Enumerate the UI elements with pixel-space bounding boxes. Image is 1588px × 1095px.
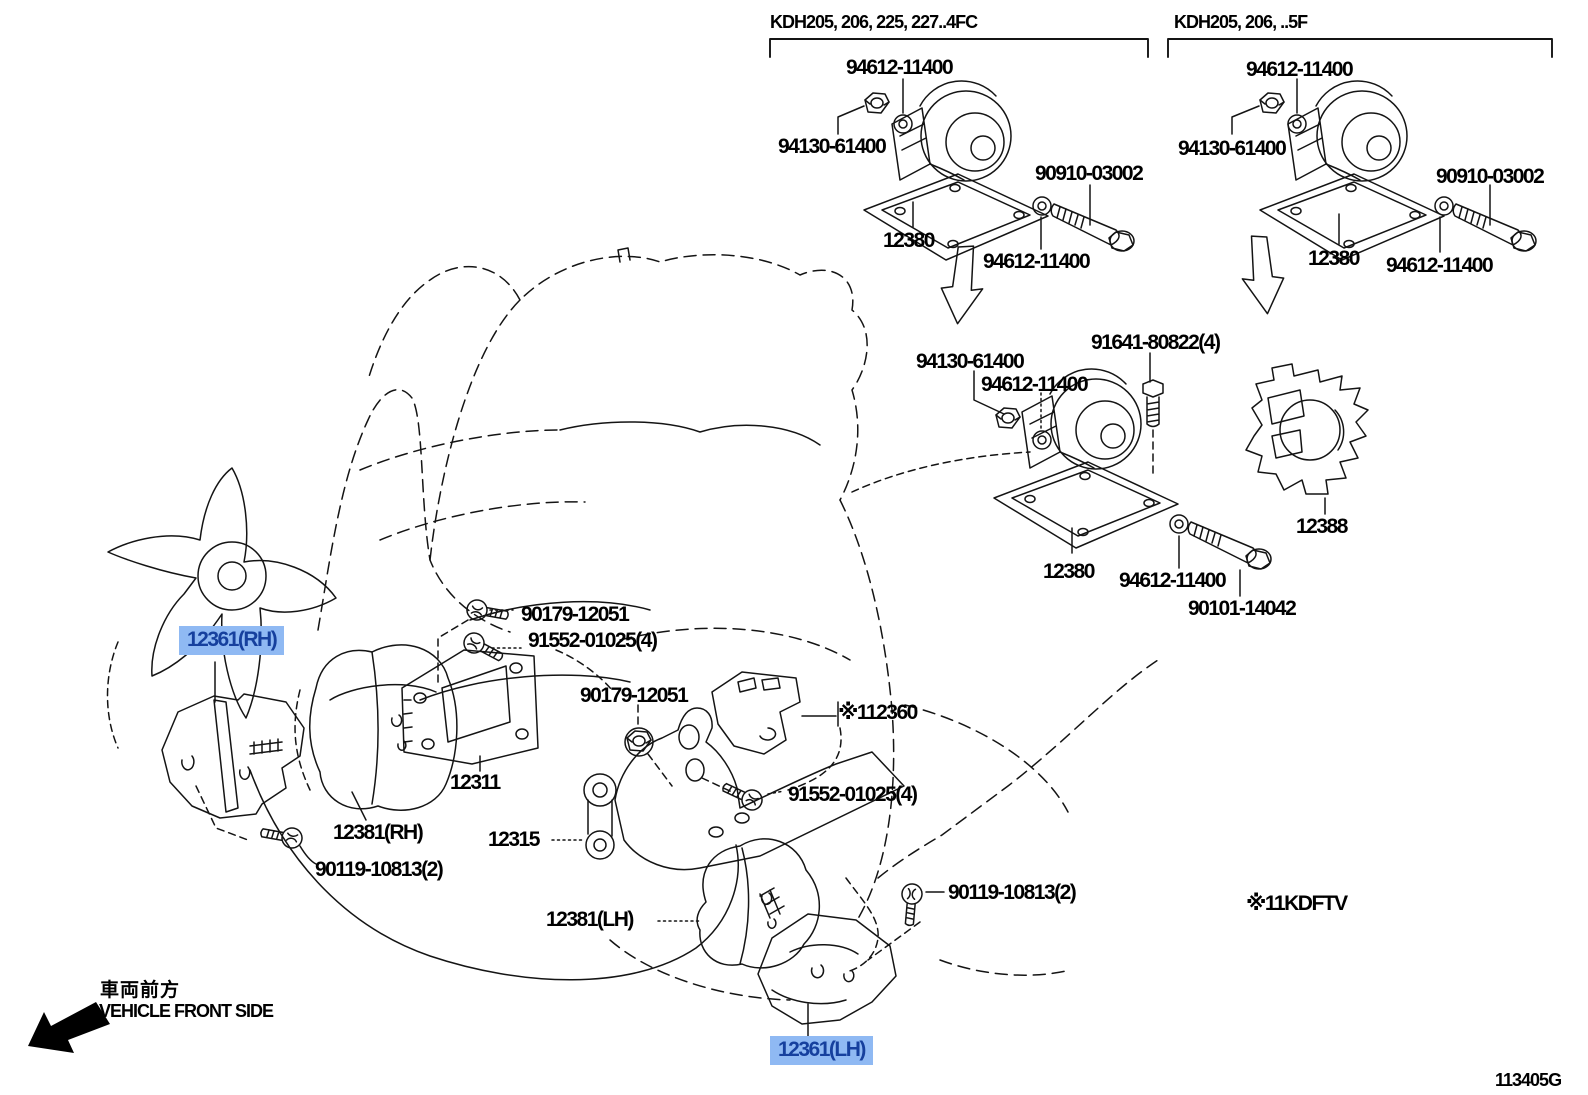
drawing-code: 113405G [1495,1070,1562,1090]
part-label-112360: ※112360 [838,701,918,724]
variant-bracket-left [769,38,1149,58]
mount-12380-middle-group [973,352,1272,597]
part-label-12381-rh: 12381(RH) [333,821,424,844]
washer-icon [1434,196,1454,216]
engine-mount-icon [1259,80,1445,261]
washer-icon [1287,114,1307,134]
part-label-94130-61400-a: 94130-61400 [778,135,887,158]
bolt-icon [1050,203,1135,252]
part-112360-drawing [711,671,842,815]
variant-header-right: KDH205, 206, ..5F [1174,12,1308,32]
part-12361-rh-drawing [161,661,317,865]
fasteners-12311 [437,597,522,687]
part-label-12315: 12315 [488,828,540,851]
part-label-94130-61400-b: 94130-61400 [1178,137,1287,160]
part-label-90119-10813-b: 90119-10813(2) [948,881,1077,904]
part-label-12380-b: 12380 [1308,247,1360,270]
screw-icon [258,821,305,851]
bolt-icon [1187,521,1272,570]
nut-icon [995,407,1021,429]
screw-icon [718,776,767,815]
vehicle-front-label-en: VEHICLE FRONT SIDE [99,1001,274,1021]
part-label-90119-10813-a: 90119-10813(2) [315,858,444,881]
nut-icon [864,92,890,114]
washer-icon [1169,514,1189,534]
variant-bracket-right [1167,38,1553,58]
part-label-12361-rh[interactable]: 12361(RH) [179,626,285,656]
part-12361-lh-drawing [757,882,945,1037]
part-label-94612-11400-c: 94612-11400 [1246,58,1354,81]
part-label-90910-03002-b: 90910-03002 [1436,165,1545,188]
part-label-94612-11400-e: 94612-11400 [981,373,1089,396]
part-12388-drawing [1245,363,1369,515]
bolt-icon [1142,379,1164,428]
part-label-94130-61400-c: 94130-61400 [916,350,1025,373]
mount-12380-left-group [837,78,1135,328]
part-label-91552-01025-b: 91552-01025(4) [788,783,918,806]
part-12315-drawing [551,704,905,871]
part-label-12381-lh: 12381(LH) [546,908,634,931]
nut-icon [626,730,652,752]
part-label-90101-14042: 90101-14042 [1188,597,1297,620]
screw-icon [464,597,511,627]
part-label-90179-12051-a: 90179-12051 [521,603,630,626]
part-label-12311: 12311 [450,771,501,794]
part-label-94612-11400-f: 94612-11400 [1119,569,1227,592]
part-label-90179-12051-b: 90179-12051 [580,684,689,707]
bolt-icon [1452,203,1537,252]
vehicle-front-label-jp: 車両前方 [100,980,181,1001]
engine-outline [106,247,1159,1001]
part-label-12380-a: 12380 [883,229,935,252]
part-label-12388: 12388 [1296,515,1348,538]
front-direction-arrow-icon [28,1002,110,1053]
washer-icon [1032,196,1052,216]
part-12381-rh-drawing [309,644,458,821]
footnote-engine-code: ※11KDFTV [1246,892,1348,915]
part-label-94612-11400-b: 94612-11400 [983,250,1091,273]
part-12311-drawing [401,649,539,772]
part-label-91641-80822: 91641-80822(4) [1091,331,1221,354]
part-label-94612-11400-d: 94612-11400 [1386,254,1494,277]
part-label-12380-c: 12380 [1043,560,1095,583]
part-label-94612-11400-a: 94612-11400 [846,56,954,79]
flow-arrow-icon [1235,231,1290,318]
variant-header-left: KDH205, 206, 225, 227..4FC [770,12,978,32]
mount-12380-right-group [1231,78,1537,318]
part-label-91552-01025-a: 91552-01025(4) [528,629,658,652]
screw-icon [898,882,924,928]
flow-arrow-icon [935,241,990,328]
part-label-12361-lh[interactable]: 12361(LH) [770,1036,873,1066]
part-label-90910-03002-a: 90910-03002 [1035,162,1144,185]
nut-icon [1259,92,1285,114]
